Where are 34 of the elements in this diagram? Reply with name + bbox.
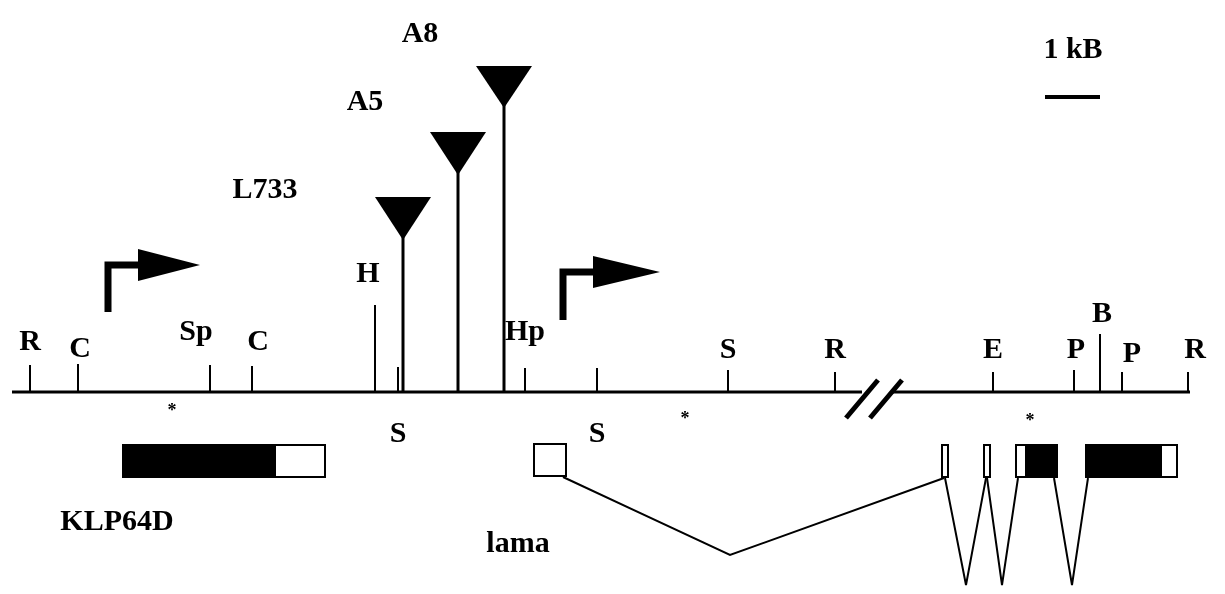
exon-bar [983, 444, 991, 478]
intron-line [944, 477, 987, 586]
scale-label: 1 kB [1043, 33, 1103, 63]
site-label: R [19, 325, 41, 355]
asterisk: * [680, 409, 690, 427]
insertion-label: L733 [232, 173, 298, 203]
intron-line [562, 476, 945, 557]
site-label: S [588, 417, 606, 447]
site-label: H [356, 257, 380, 287]
exon-bar [122, 444, 326, 478]
exon-bar [941, 444, 949, 478]
site-label: C [69, 332, 91, 362]
site-label: R [824, 333, 846, 363]
gene-label: lama [486, 527, 550, 557]
insertion-label: A8 [401, 17, 439, 47]
site-label: C [247, 325, 269, 355]
gene-label: KLP64D [60, 505, 174, 535]
exon-box [533, 443, 567, 477]
site-label: P [1066, 333, 1086, 363]
site-label: S [389, 417, 407, 447]
exon-bar [1015, 444, 1058, 478]
asterisk: * [1025, 411, 1035, 429]
site-label: Hp [505, 315, 545, 345]
asterisk: * [167, 401, 177, 419]
site-label: R [1184, 333, 1206, 363]
site-label: P [1122, 337, 1142, 367]
insertion-label: A5 [346, 85, 384, 115]
site-label: S [719, 333, 737, 363]
exon-bar [1085, 444, 1178, 478]
intron-line [1053, 477, 1089, 586]
site-label: Sp [179, 315, 213, 345]
site-label: E [983, 333, 1003, 363]
intron-line [986, 477, 1019, 586]
site-label: B [1092, 297, 1112, 327]
